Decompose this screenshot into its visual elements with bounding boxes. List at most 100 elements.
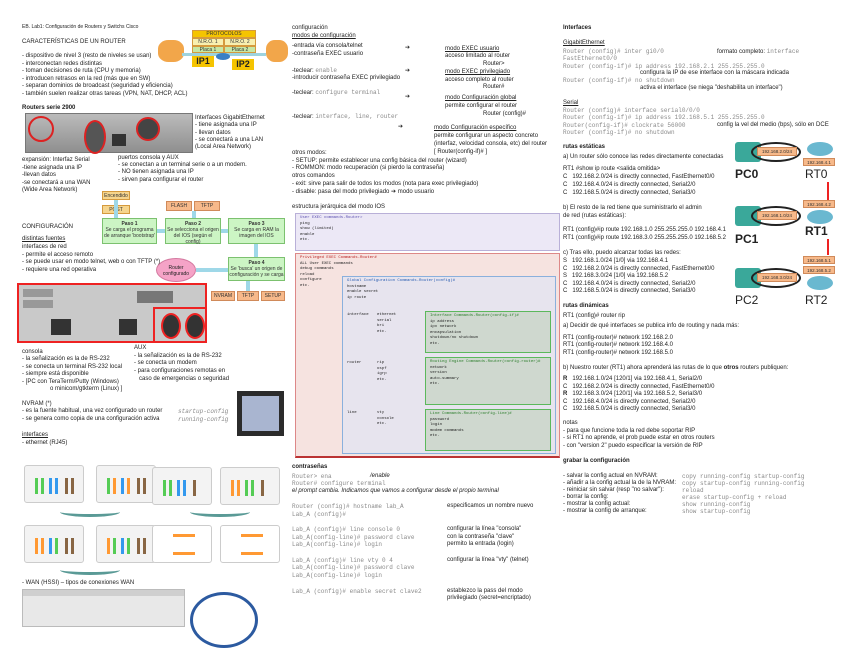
text-line: - sirven para configurar el router (118, 177, 204, 183)
route-text: 192.168.4.0/24 is directly connected, Se… (572, 399, 696, 405)
description: el prompt cambia. Indicamos que vamos a … (292, 488, 499, 494)
command-text: Lab_A (config)# line vty 0 4 (292, 557, 393, 564)
text-line: notas (563, 420, 578, 426)
item: ping (300, 221, 310, 226)
section-subtitle: modos de configuración (292, 33, 356, 39)
list-item: - introducen retrasos en la red (más que… (22, 76, 151, 82)
item: show (limited) (300, 227, 334, 231)
section-title: contraseñas (292, 464, 328, 470)
mode-title: modo EXEC privilegiado (445, 69, 511, 75)
network-label: 192.168.3.0/24 (757, 273, 797, 282)
prompt-text: Router (config)# (483, 111, 527, 117)
item: ip route (347, 295, 367, 300)
command-text: show startup-config (682, 508, 751, 515)
command-text: Lab_A(config-line)# password clave (292, 564, 415, 571)
label: formato completo: (717, 49, 767, 55)
description: - reiniciar sin salvar (resp "no salvar"… (563, 487, 664, 493)
step-text: Se carga el programa de arranque 'bootst… (103, 227, 156, 239)
section-title: grabar la configuración (563, 458, 630, 464)
nvram-chip-image (237, 391, 284, 436)
prompt-text: [ Router(config-if)# ] (434, 149, 488, 155)
text-line: RT1 (config)# router rip (563, 313, 625, 319)
description: configurar la línea "consola" (447, 526, 522, 532)
text-line: RT1 (config)#ip route 192.168.3.0 255.25… (563, 235, 727, 241)
label: otros (723, 365, 739, 371)
route-row: R 192.168.3.0/24 [120/1] via 192.168.5.2… (563, 391, 702, 398)
box-title: Line Commands-Router(config-line)# (430, 412, 512, 416)
text-line: de red (rutas estáticas): (563, 213, 627, 219)
document-header: EB. Lab1: Configuración de Routers y Swi… (22, 24, 139, 30)
ip-label: 192.168.5.1 (803, 256, 835, 264)
route-text: 192.168.5.0/24 is directly connected, Se… (572, 406, 696, 412)
text-line: b) Nuestro router (RT1) ahora aprenderá … (563, 365, 788, 372)
route-code: C (563, 399, 568, 405)
step-text: Se selecciona el origen del IOS (según e… (167, 227, 219, 245)
text-line: AUX (134, 345, 147, 351)
text-line: -entrada vía consola/telnet (292, 43, 363, 49)
text-line: interfaces de red (22, 244, 67, 250)
text-line: - WAN (HSSI) – tipos de conexiones WAN (22, 580, 135, 586)
text-line: NVRAM (*) (22, 401, 52, 407)
text-line: RT1 (config-router)# network 192.168.4.0 (563, 342, 673, 348)
text-line: -tiene asignada una IP (22, 165, 83, 171)
flow-nvram: NVRAM (211, 291, 235, 301)
level-label: N.R.O. 1 (192, 38, 224, 46)
command-text: show running-config (682, 501, 751, 508)
item: etc. (377, 422, 387, 426)
text-line: - se conectan a un terminal serie o a un… (118, 162, 247, 168)
text-line: permite configurar el router (445, 103, 518, 109)
text-line: b) El resto de la red tiene que suminist… (563, 205, 702, 211)
section-title: configuración (292, 25, 328, 31)
text-line: otros comandos (292, 173, 335, 179)
command-text: copy running-config startup-config (682, 473, 805, 480)
route-code: C (563, 288, 568, 294)
route-code: S (563, 273, 568, 279)
card-label: Placa 1 (192, 46, 224, 53)
item: hostname (347, 284, 367, 289)
arrow-right-icon: ➔ (405, 45, 411, 51)
flow-start: Encendido (102, 191, 130, 200)
item: etc. (377, 377, 387, 382)
rt0-icon (807, 142, 833, 156)
step-title: Paso 1 (121, 221, 138, 227)
arrow-right-icon: ➔ (398, 124, 404, 130)
route-row: S 192.168.1.0/24 [1/0] via 192.168.4.1 (563, 258, 668, 265)
description: configura la IP de ese interface con la … (640, 70, 789, 76)
command-text: configure terminal (315, 89, 381, 96)
text-line: RT1 (config)#ip route 192.168.1.0 255.25… (563, 227, 727, 233)
route-code: C (563, 384, 568, 390)
text-line: (Local Area Network) (195, 144, 252, 150)
pc1-label: PC1 (735, 232, 759, 246)
route-row: C 192.168.2.0/24 is directly connected, … (563, 174, 714, 181)
rt2-label: RT2 (805, 293, 828, 307)
mode-title: modo EXEC usuario (445, 46, 500, 52)
item: etc. (430, 382, 440, 386)
global-config-box: Global Configuration Commands-Router(con… (342, 276, 556, 454)
text-line: - SETUP: permite establecer una config b… (292, 158, 467, 164)
label: routers publiquen: (738, 365, 789, 371)
item: serial (377, 318, 392, 323)
rt1-label: RT1 (805, 224, 828, 238)
item: ALL User EXEC commands (300, 261, 353, 266)
description: - mostrar la config de arranque: (563, 508, 647, 514)
section-title: Interfaces (563, 25, 592, 31)
section-title: rutas estáticas (563, 144, 606, 150)
text-line: puertos consola y AUX (118, 155, 179, 161)
text-line: - requiere una red operativa (22, 267, 97, 273)
item: network (430, 365, 447, 370)
section-title: rutas dinámicas (563, 303, 609, 309)
description: /enable (370, 473, 390, 479)
route-row: C 192.168.5.0/24 is directly connected, … (563, 190, 695, 197)
box-title: User EXEC commands-Router> (300, 216, 363, 220)
item: bri (377, 324, 385, 328)
text-line: - la señalización es la de RS-232 (134, 353, 222, 359)
flow-flash: FLASH (166, 201, 192, 211)
step-title: Paso 4 (248, 260, 265, 266)
command-text: Lab_A (config)# (292, 511, 347, 518)
item: login (430, 423, 443, 427)
description: permito la entrada (login) (447, 541, 514, 547)
item: password (430, 417, 450, 422)
route-row: C 192.168.4.0/24 is directly connected, … (563, 182, 695, 189)
text-line: - para configuraciones remotas en (134, 368, 226, 374)
item: igrp (377, 372, 387, 376)
